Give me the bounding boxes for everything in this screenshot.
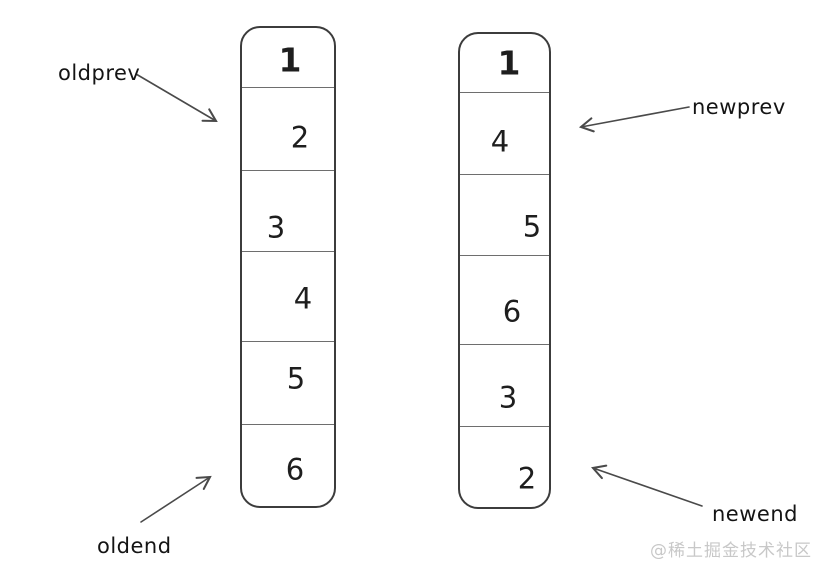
cell-divider [460, 426, 549, 427]
cell-value: 3 [266, 210, 286, 245]
cell-value: 3 [498, 380, 518, 415]
cell-value: 5 [522, 209, 542, 244]
cell-value: 6 [285, 452, 305, 487]
cell-divider [242, 424, 334, 425]
cell-value: 4 [293, 281, 313, 316]
cell-divider [242, 170, 334, 171]
cell-divider [460, 255, 549, 256]
oldend-arrow [140, 475, 212, 523]
newprev-label: newprev [692, 95, 786, 119]
cell-divider [242, 341, 334, 342]
cell-value: 2 [517, 461, 537, 496]
cell-divider [460, 344, 549, 345]
oldprev-label: oldprev [58, 61, 141, 85]
cell-divider [460, 92, 549, 93]
cell-value: 5 [286, 361, 306, 396]
cell-divider [460, 174, 549, 175]
oldend-label: oldend [97, 534, 172, 558]
watermark-text: @稀土掘金技术社区 [650, 541, 812, 561]
cell-value: 1 [278, 40, 302, 80]
cell-value: 6 [502, 294, 522, 329]
new-linked-list: 1 4 5 6 3 2 [458, 32, 551, 509]
cell-value: 4 [490, 124, 510, 159]
newprev-arrow [578, 106, 690, 133]
newend-arrow [591, 464, 703, 507]
cell-divider [242, 251, 334, 252]
cell-value: 2 [290, 120, 310, 155]
cell-value: 1 [497, 43, 521, 83]
newend-label: newend [712, 502, 798, 526]
oldprev-arrow [135, 73, 218, 123]
cell-divider [242, 87, 334, 88]
old-linked-list: 1 2 3 4 5 6 [240, 26, 336, 508]
